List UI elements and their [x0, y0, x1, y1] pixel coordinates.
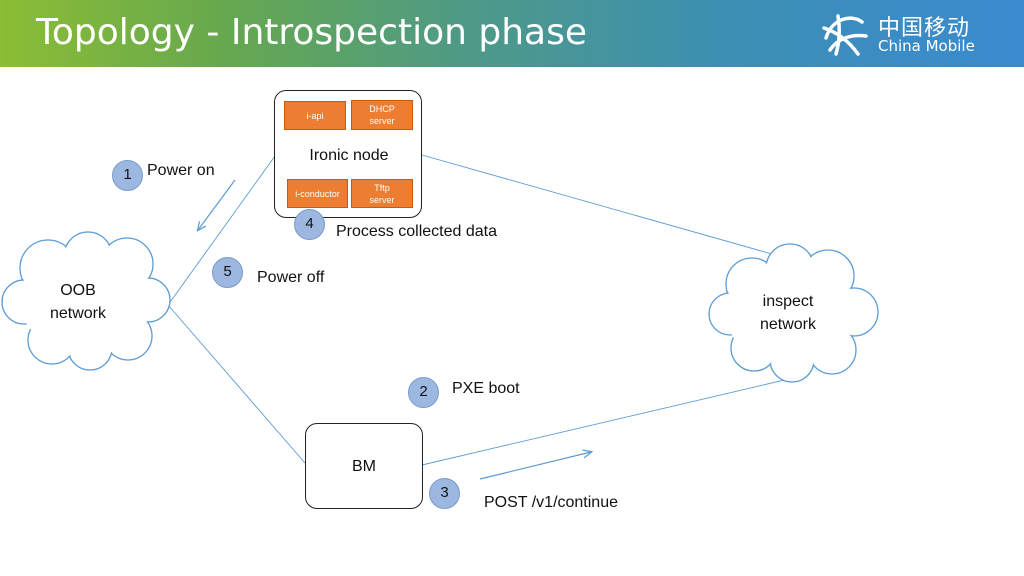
bm-node-box: BM	[305, 423, 423, 509]
inspect-line2: network	[759, 316, 817, 333]
bm-title: BM	[352, 458, 376, 475]
step-2-badge: 2	[408, 377, 439, 408]
oob-network-cloud	[1, 231, 171, 371]
step-1-label: Power on	[147, 162, 215, 179]
oob-line2: network	[49, 305, 107, 322]
link-ironic-inspect	[421, 154, 787, 259]
step-5-label: Power off	[257, 269, 325, 286]
link-bm-inspect	[421, 377, 794, 466]
link-oob-bm	[167, 304, 306, 464]
step-4-label: Process collected data	[336, 223, 497, 240]
logo-text-en: China Mobile	[878, 37, 975, 55]
ironic-node-box: i-api DHCP server Ironic node i-conducto…	[274, 90, 422, 218]
china-mobile-logo: 中国移动 China Mobile	[818, 8, 988, 60]
tftp-server-component: Tftp server	[351, 179, 413, 208]
i-conductor-component: i-conductor	[287, 179, 348, 208]
ironic-node-title: Ironic node	[309, 147, 389, 164]
post-arrow	[479, 452, 591, 480]
slide-title: Topology - Introspection phase	[36, 12, 588, 53]
title-bar: Topology - Introspection phase 中国移动 Chin…	[0, 0, 1024, 67]
dhcp-server-component: DHCP server	[351, 100, 413, 130]
step-5-badge: 5	[212, 257, 243, 288]
inspect-network-label: inspect network	[748, 290, 828, 336]
i-api-component: i-api	[284, 101, 346, 130]
logo-text-cn: 中国移动	[878, 16, 971, 41]
oob-line1: OOB	[60, 282, 96, 299]
inspect-network-cloud	[708, 243, 879, 383]
oob-network-label: OOB network	[38, 279, 118, 325]
step-1-badge: 1	[112, 160, 143, 191]
power-on-arrow	[198, 179, 236, 230]
inspect-line1: inspect	[762, 293, 814, 310]
china-mobile-logo-icon	[822, 14, 868, 56]
step-2-label: PXE boot	[452, 380, 520, 397]
step-4-badge: 4	[294, 209, 325, 240]
link-ironic-oob	[167, 155, 276, 306]
step-3-label: POST /v1/continue	[484, 494, 618, 511]
step-3-badge: 3	[429, 478, 460, 509]
